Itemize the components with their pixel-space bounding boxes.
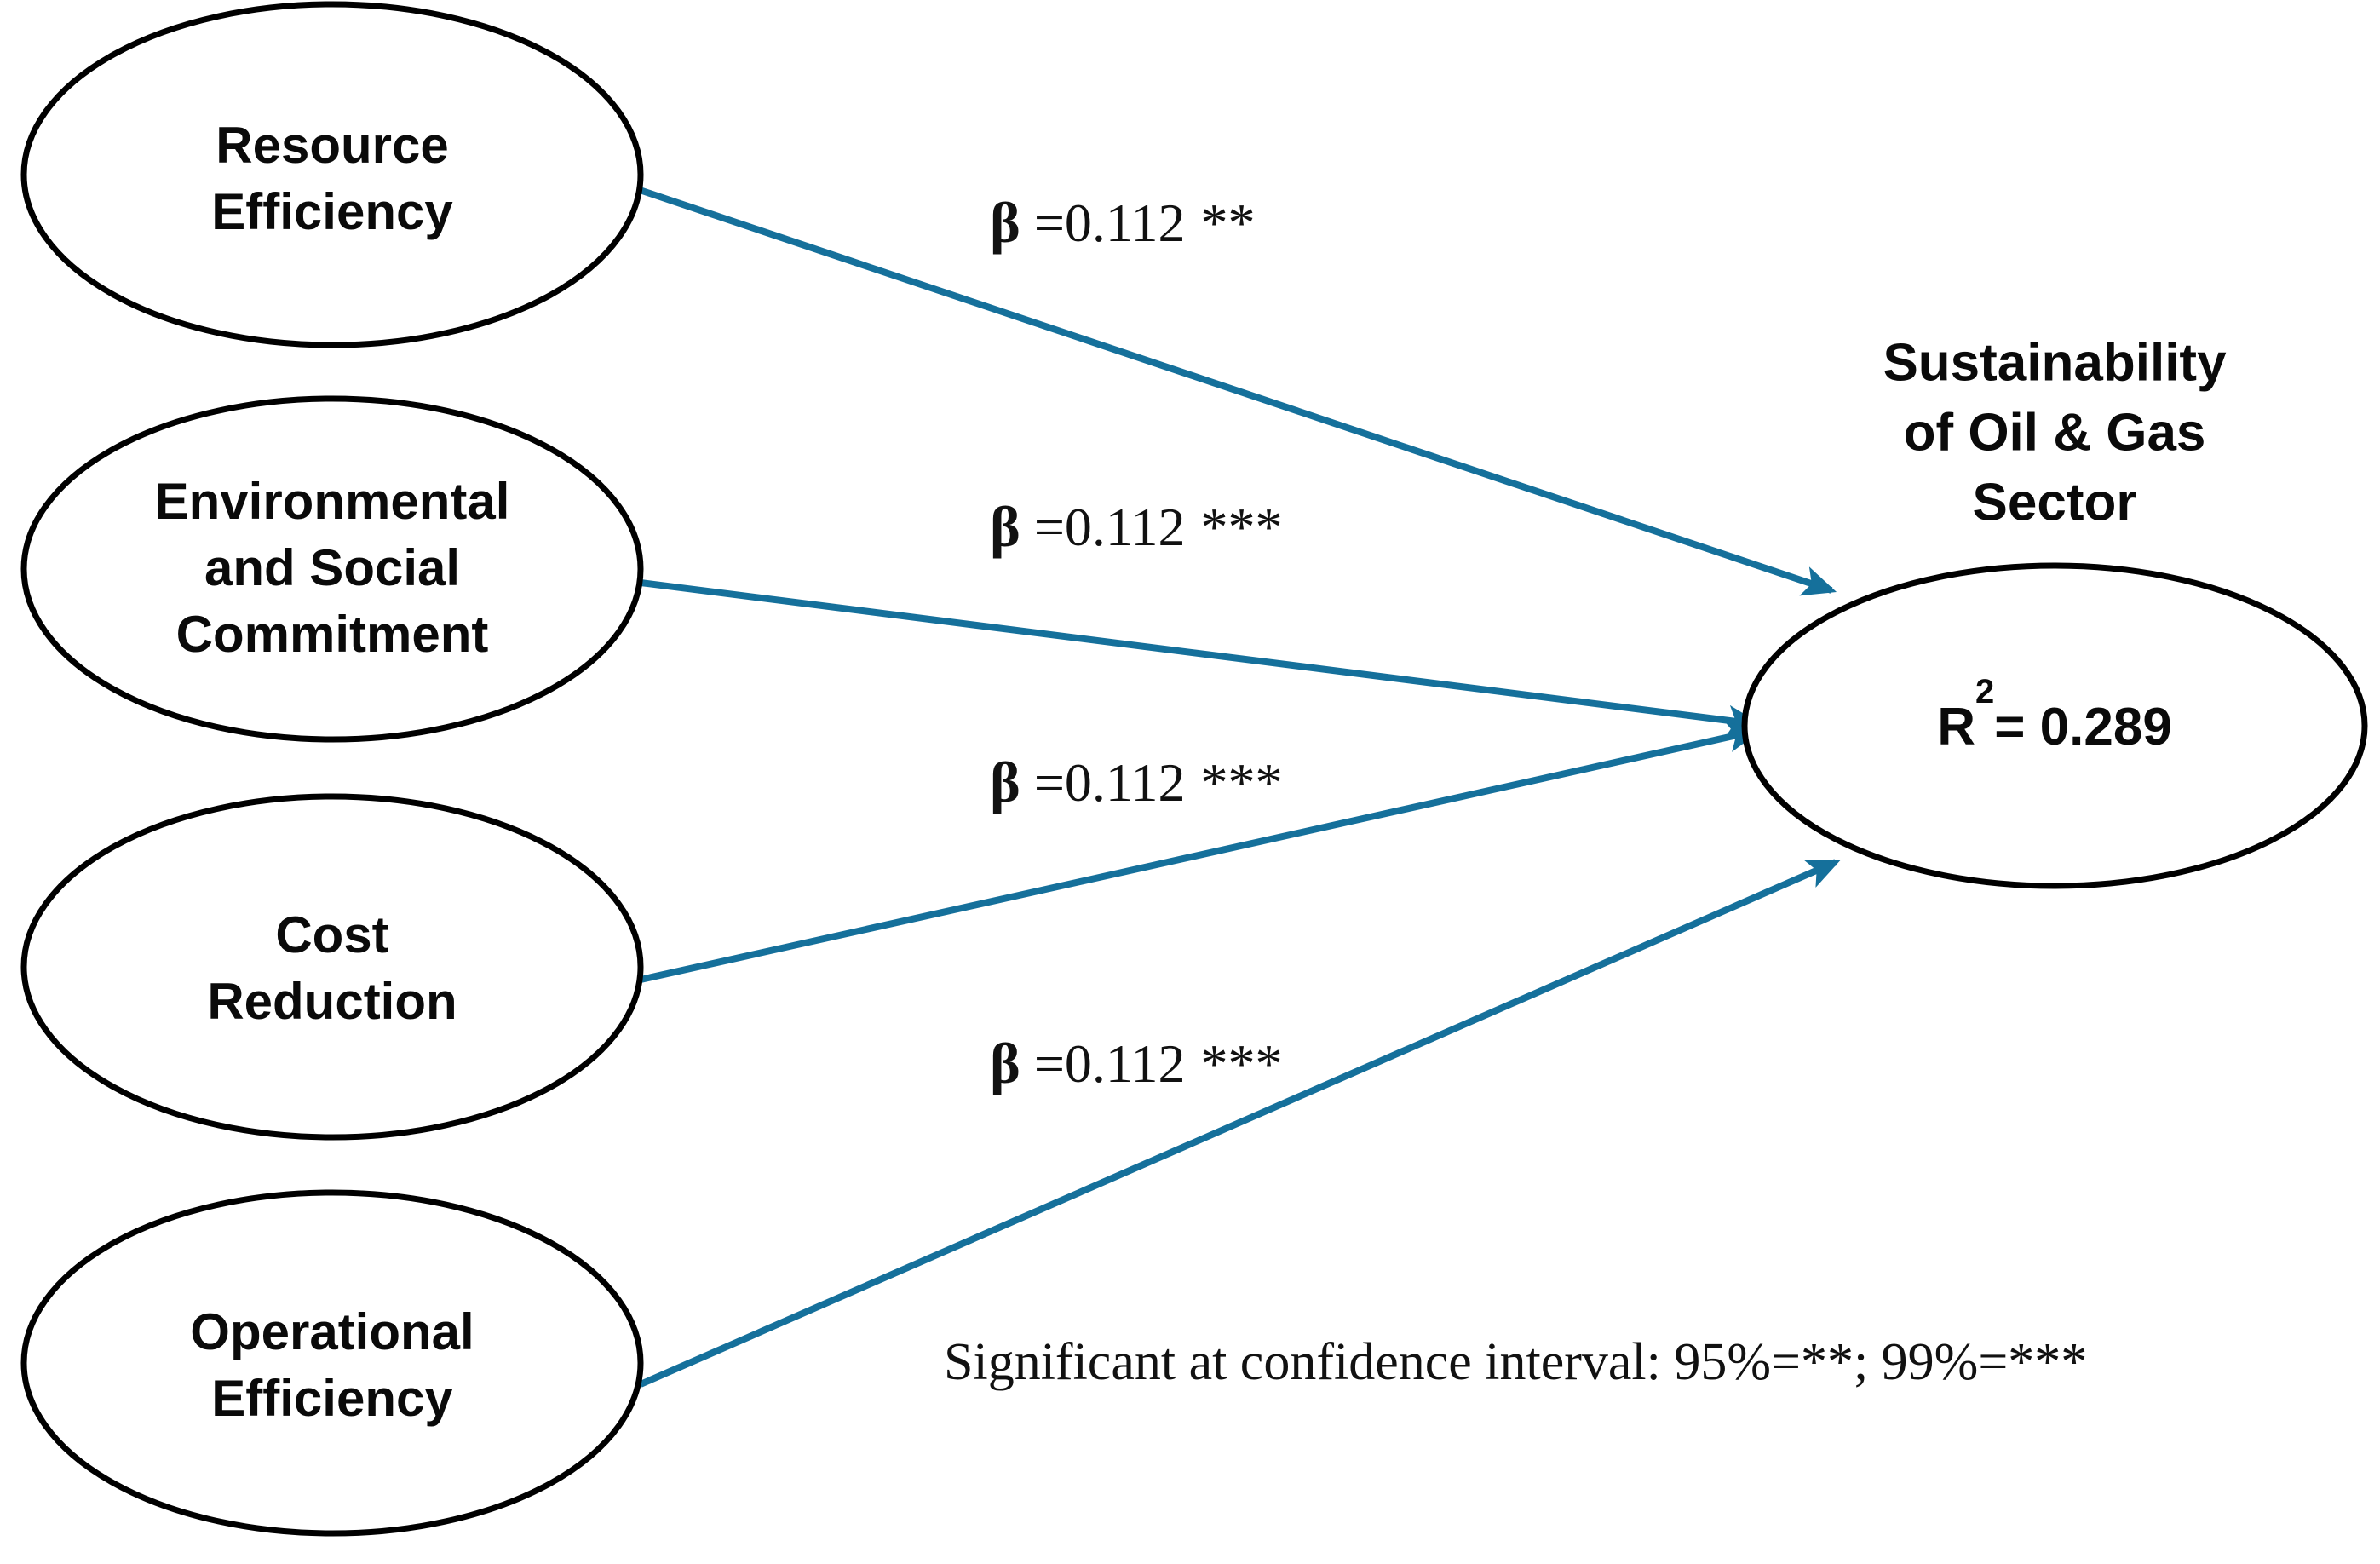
ellipse-shape xyxy=(20,793,644,1141)
node-label-line: Commitment xyxy=(176,606,489,663)
ellipse-shape xyxy=(20,1,644,348)
path-label-resource-efficiency: β =0.112** xyxy=(990,190,1256,255)
beta-significance: *** xyxy=(1201,752,1283,813)
r-squared-value: = 0.289 xyxy=(1994,698,2172,756)
node-label-line: Cost xyxy=(275,906,388,963)
ellipse-shape xyxy=(1741,562,2368,889)
node-sustainability-of-oil-and-gas-sector[interactable]: Sustainability of Oil & Gas Sector R2= 0… xyxy=(1741,333,2368,889)
path-arrows-group xyxy=(635,186,1841,1388)
node-label-line: Efficiency xyxy=(211,1370,453,1427)
node-cost-reduction[interactable]: Cost Reduction xyxy=(20,793,644,1141)
significance-footnote: Significant at confidence interval: 95%=… xyxy=(944,1333,2087,1391)
arrow-environmental-and-social-commitment xyxy=(640,579,1762,736)
beta-symbol: β xyxy=(990,494,1020,559)
beta-coefficient: =0.112 xyxy=(1020,193,1186,253)
ellipse-shape xyxy=(20,395,644,743)
node-label-line: Reduction xyxy=(207,973,457,1030)
arrow-operational-efficiency xyxy=(639,859,1841,1388)
path-label-operational-efficiency: β =0.112*** xyxy=(990,1031,1283,1095)
node-environmental-and-social-commitment[interactable]: Environmental and Social Commitment xyxy=(20,395,644,743)
beta-coefficient: =0.112 xyxy=(1020,497,1186,557)
node-label-line: Efficiency xyxy=(211,183,453,240)
node-label-line: Resource xyxy=(216,117,448,174)
beta-symbol: β xyxy=(990,190,1020,255)
node-label-line: Environmental xyxy=(155,473,510,530)
beta-symbol: β xyxy=(990,1031,1020,1095)
arrow-cost-reduction xyxy=(640,722,1762,983)
path-labels-group: β =0.112** β =0.112*** β =0.112*** β =0.… xyxy=(990,190,1283,1095)
ellipse-shape xyxy=(20,1189,644,1537)
arrow-resource-efficiency xyxy=(635,186,1837,596)
outcome-title-line: of Oil & Gas xyxy=(1904,403,2206,462)
beta-coefficient: =0.112 xyxy=(1020,1033,1186,1094)
outcome-title-line: Sector xyxy=(1973,473,2137,532)
beta-symbol: β xyxy=(990,750,1020,814)
node-operational-efficiency[interactable]: Operational Efficiency xyxy=(20,1189,644,1537)
node-label-line: Operational xyxy=(190,1303,474,1360)
r-squared-exponent: 2 xyxy=(1975,673,1994,710)
beta-significance: ** xyxy=(1201,193,1256,253)
beta-coefficient: =0.112 xyxy=(1020,752,1186,813)
r-squared-prefix: R xyxy=(1937,698,1975,756)
node-label-line: and Social xyxy=(204,539,460,596)
beta-significance: *** xyxy=(1201,1033,1283,1094)
outcome-title-line: Sustainability xyxy=(1883,333,2227,392)
path-label-cost-reduction: β =0.112*** xyxy=(990,750,1283,814)
path-label-environmental-and-social-commitment: β =0.112*** xyxy=(990,494,1283,559)
beta-significance: *** xyxy=(1201,497,1283,557)
node-resource-efficiency[interactable]: Resource Efficiency xyxy=(20,1,644,348)
r-squared-label: R2= 0.289 xyxy=(1937,673,2172,757)
